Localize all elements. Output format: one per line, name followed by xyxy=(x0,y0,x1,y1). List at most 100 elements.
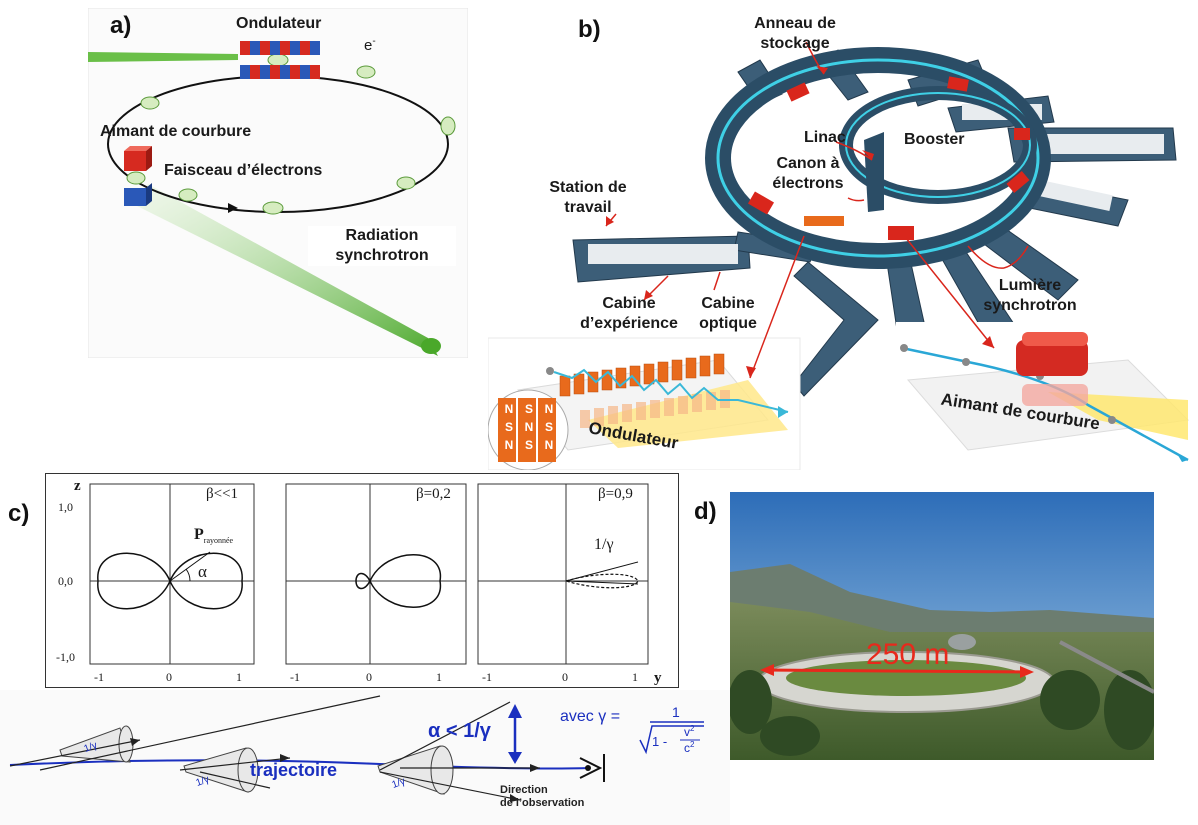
plot-axes xyxy=(90,484,648,664)
magnet-zoom-blocks xyxy=(498,398,556,462)
alpha-label: α xyxy=(198,562,207,581)
ray-heads xyxy=(130,738,540,802)
beta-label: β<<1 xyxy=(206,486,239,502)
magnet-letter: N xyxy=(504,402,514,416)
x-tick: -1 xyxy=(482,670,492,684)
plot-frames xyxy=(89,483,649,665)
storage-ring-line1: Anneau de xyxy=(754,15,836,32)
x-tick: -1 xyxy=(290,670,300,684)
cone-strip: 1/γ 1/γ 1/γ trajectoire α < 1/γ avec γ =… xyxy=(0,690,730,825)
exp-cabin-line1: Cabine xyxy=(602,295,656,312)
gun-line2: électrons xyxy=(772,175,844,192)
ray-lines xyxy=(9,695,540,801)
bending-arrow xyxy=(1176,452,1188,462)
gun-line1: Canon à xyxy=(776,155,840,172)
distance-arrow-left xyxy=(760,664,774,676)
formula-v-symbol: v xyxy=(684,725,690,739)
electron-label: e- xyxy=(364,36,376,54)
panel-d-letter: d) xyxy=(694,498,717,525)
panel-b-diagram xyxy=(488,41,1198,470)
direction-line1: Direction xyxy=(500,784,548,796)
trees xyxy=(730,670,1154,756)
bunch xyxy=(262,201,284,215)
station-line2: travail xyxy=(564,199,612,216)
panel-a: a) Ondulateur e- Aimant de courbure Fais… xyxy=(88,8,468,358)
gun-label: Canon à électrons xyxy=(758,154,858,194)
direction-label: Direction de l’observation xyxy=(500,784,584,810)
bunch xyxy=(126,171,146,185)
electron-beam-label: Faisceau d’électrons xyxy=(164,162,323,179)
exp-cabin-label: Cabine d’expérience xyxy=(564,294,694,334)
magnet-letter: N xyxy=(544,438,554,452)
bending-electrons xyxy=(900,344,1116,424)
x-tick: 0 xyxy=(366,670,372,684)
booster-beam xyxy=(845,92,1031,198)
lobe-left xyxy=(97,552,171,610)
highway xyxy=(1059,640,1154,694)
undulator-trajectory xyxy=(553,368,789,413)
panel-b-letter: b) xyxy=(578,16,601,43)
direction-line2: de l’observation xyxy=(500,797,585,809)
bunch xyxy=(396,176,416,190)
beta-label: β=0,9 xyxy=(598,486,633,502)
cone-diagram xyxy=(0,690,730,825)
formula-c: c2 xyxy=(684,740,694,755)
formula-numerator: 1 xyxy=(672,704,680,720)
avec-gamma: avec γ = xyxy=(560,708,621,725)
electron-charge: - xyxy=(372,36,376,47)
sync-light-line1: Lumière xyxy=(998,277,1062,294)
cone-end xyxy=(421,338,441,354)
alpha-arc xyxy=(185,568,191,582)
y-tick: -1,0 xyxy=(56,650,75,664)
trajectory-label: trajectoire xyxy=(250,760,338,780)
station-label: Station de travail xyxy=(538,178,638,218)
magnet-letter: N xyxy=(544,402,554,416)
cabin-windows xyxy=(588,104,1164,264)
radiation-line2: synchrotron xyxy=(335,247,429,264)
magnet-letter: S xyxy=(504,420,513,434)
undulator-top-magnets xyxy=(559,353,725,397)
bunch xyxy=(267,53,289,67)
radiation-cone xyxy=(133,184,438,356)
lobe-forward xyxy=(369,554,441,608)
ring-interior xyxy=(786,660,1026,696)
sync-light-line2: synchrotron xyxy=(983,297,1077,314)
lobe-back xyxy=(355,572,371,590)
magnet-letter: N xyxy=(504,438,514,452)
alpha-arrow-heads xyxy=(508,704,522,764)
sync-light-label: Lumière synchrotron xyxy=(970,276,1090,316)
y-tick: 1,0 xyxy=(58,500,73,514)
magnet-zoom-letters: N S N S N S N S N xyxy=(500,402,556,452)
undulator-magnets xyxy=(240,41,320,79)
x-tick: 0 xyxy=(166,670,172,684)
bending-magnet-label: Aimant de courbure xyxy=(100,123,252,140)
panel-a-diagram xyxy=(88,8,468,358)
x-tick: -1 xyxy=(94,670,104,684)
dome xyxy=(948,634,976,650)
optic-cabin-label: Cabine optique xyxy=(686,294,770,334)
bunch xyxy=(440,116,456,136)
booster-label: Booster xyxy=(904,131,965,148)
exp-cabin-line2: d’expérience xyxy=(580,315,678,332)
upper-beam xyxy=(88,52,238,62)
lobe-narrow xyxy=(563,573,639,589)
distance-arrow-right xyxy=(1020,666,1034,678)
x-tick: 0 xyxy=(562,670,568,684)
ring-undulator xyxy=(804,216,844,226)
formula-c-power: 2 xyxy=(690,740,695,749)
magnet-letter: S xyxy=(544,420,553,434)
cone-line-upper xyxy=(565,561,639,582)
beta-label: β=0,2 xyxy=(416,486,451,502)
callout-heads xyxy=(606,66,994,378)
formula-v: v2 xyxy=(684,724,694,739)
p-subscript: rayonnée xyxy=(203,536,234,546)
formula-c-symbol: c xyxy=(684,741,690,755)
undulator-arrow xyxy=(778,406,788,418)
lobe-right xyxy=(169,552,243,610)
optic-cabin-line2: optique xyxy=(699,315,757,332)
panel-b: b) Anneau de stockage Linac Booster Cano… xyxy=(488,0,1198,470)
panel-c-letter: c) xyxy=(8,500,30,527)
linac-label: Linac xyxy=(804,129,846,146)
eye-pupil xyxy=(585,765,591,771)
p-radiated-label: Prayonnée xyxy=(194,526,233,545)
